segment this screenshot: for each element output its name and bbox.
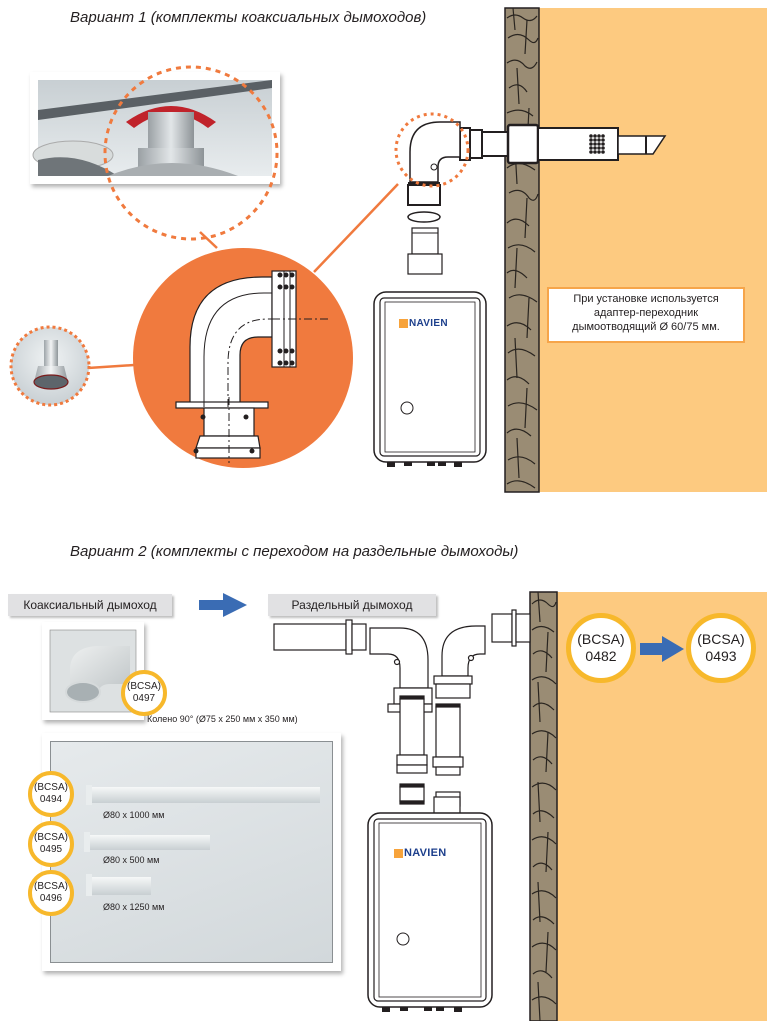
- separate-flue-parts-icon: [273, 609, 531, 807]
- highlight-circle-icon: [394, 112, 470, 188]
- installation-note: При установке используется адаптер-перех…: [547, 287, 745, 343]
- pipes-photo-background: [50, 741, 333, 963]
- navien-logo-icon: [399, 319, 408, 328]
- connector-lines-icon: [87, 183, 399, 370]
- elbow-caption: Колено 90° (Ø75 х 250 мм х 350 мм): [147, 714, 298, 724]
- pipe-caption-0495: Ø80 х 500 мм: [103, 855, 160, 865]
- badge-bcsa-0482: (BCSA) 0482: [566, 613, 636, 683]
- separate-flue-label: Раздельный дымоход: [268, 594, 436, 616]
- photo-highlight-circle-icon: [103, 65, 279, 241]
- pipes-photo: [42, 733, 341, 971]
- adapter-photo-icon: [9, 325, 91, 407]
- pipe-caption-0494: Ø80 х 1000 мм: [103, 810, 165, 820]
- variant-2-title: Вариант 2 (комплекты с переходом на разд…: [70, 543, 519, 560]
- coaxial-terminal-icon: [459, 123, 667, 165]
- brand-logo-2: NAVIEN: [394, 847, 447, 859]
- pipes-image-icon: [84, 785, 320, 896]
- navien-logo-2-icon: [394, 848, 403, 858]
- badge-bcsa-0493: (BCSA) 0493: [686, 613, 756, 683]
- variant-1-title: Вариант 1 (комплекты коаксиальных дымохо…: [70, 9, 427, 26]
- badge-bcsa-0496: (BCSA) 0496: [28, 870, 74, 916]
- boiler-icon: [373, 291, 487, 467]
- roof-photo: [30, 72, 280, 184]
- arrow-right-2-icon: [640, 636, 684, 662]
- stone-wall-2-icon: [529, 591, 558, 1021]
- badge-bcsa-0494: (BCSA) 0494: [28, 771, 74, 817]
- boiler-2-icon: [367, 796, 493, 1012]
- wall-exterior: [537, 8, 767, 492]
- roof-photo-image: [32, 80, 272, 176]
- arrow-right-icon: [199, 593, 247, 617]
- badge-bcsa-0495: (BCSA) 0495: [28, 821, 74, 867]
- stone-wall-icon: [504, 7, 540, 493]
- pipe-caption-0496: Ø80 х 1250 мм: [103, 902, 165, 912]
- badge-bcsa-0497: (BCSA) 0497: [121, 670, 167, 716]
- coaxial-flue-label: Коаксиальный дымоход: [8, 594, 172, 616]
- elbow-detail-drawing-icon: [133, 248, 353, 468]
- coaxial-elbow-icon: [407, 121, 461, 275]
- brand-logo: NAVIEN: [399, 318, 448, 329]
